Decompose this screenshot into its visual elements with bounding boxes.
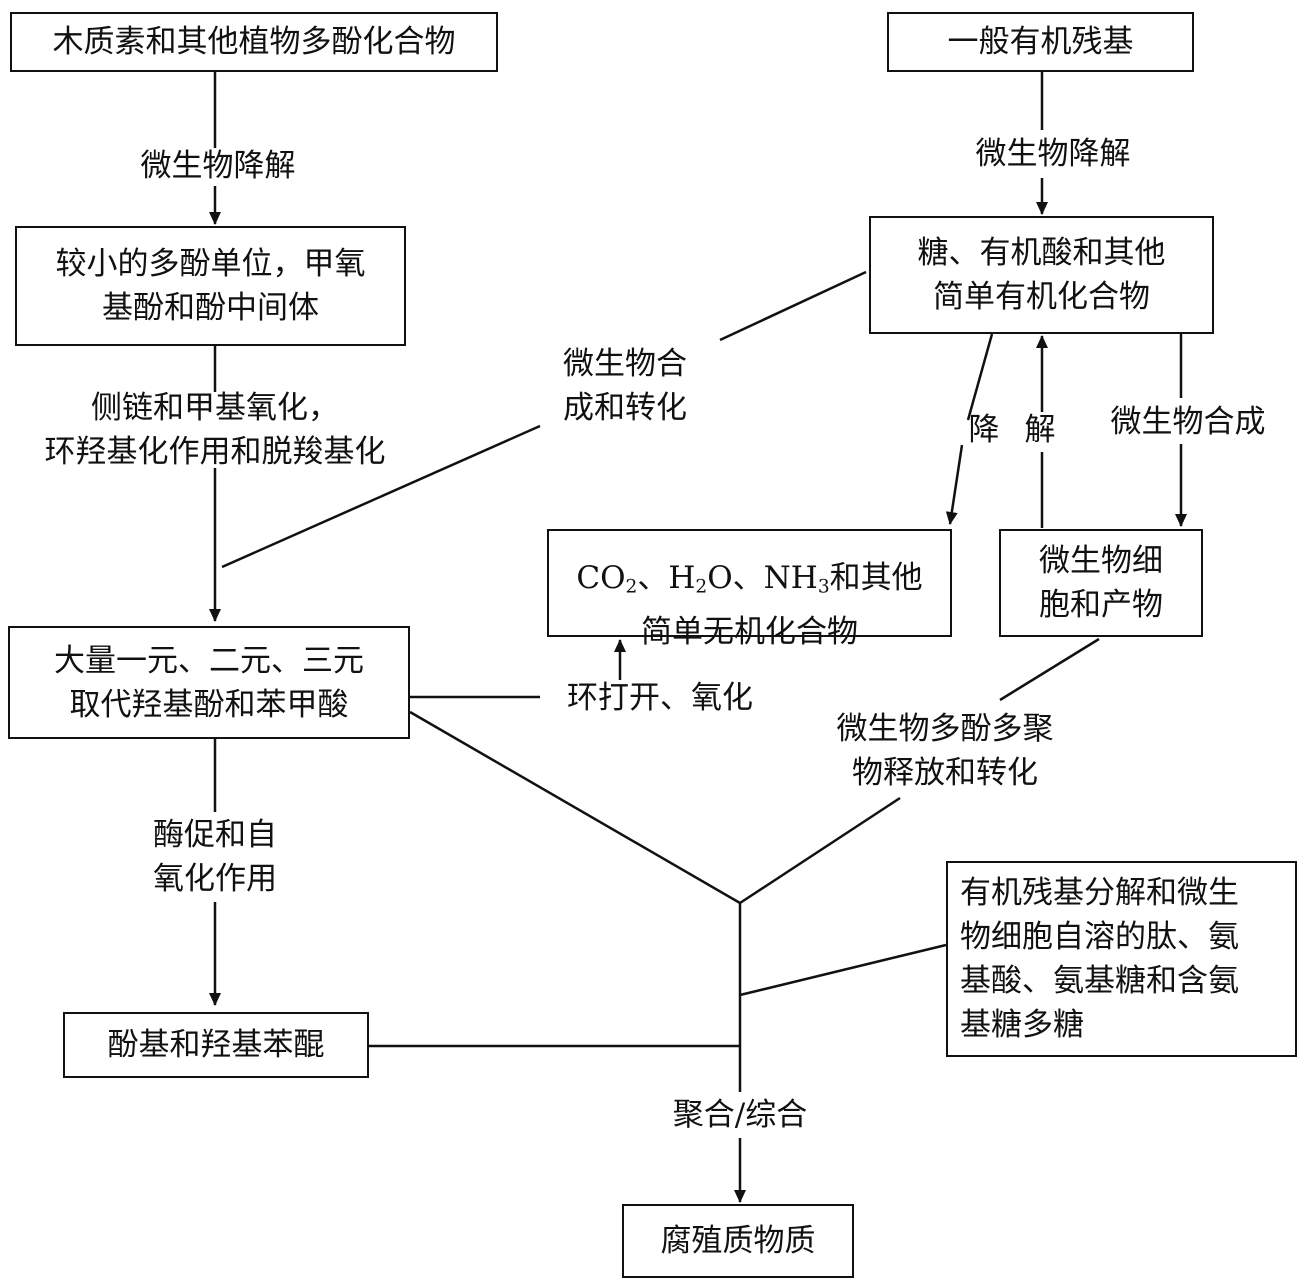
phenol-acids-box: 大量一元、二元、三元 取代羟基酚和苯甲酸 bbox=[8, 626, 410, 739]
polymerization-label: 聚合/综合 bbox=[645, 1093, 835, 1137]
lignin-text: 木质素和其他植物多酚化合物 bbox=[52, 24, 456, 60]
degrade-right-label: 微生物降解 bbox=[975, 136, 1131, 172]
quinones-text: 酚基和羟基苯醌 bbox=[107, 1027, 325, 1063]
decompose-jiang-label: 降 bbox=[968, 412, 1000, 448]
side-chain-label: 侧链和甲基氧化， 环羟基化作用和脱羧基化 bbox=[44, 390, 386, 470]
polyphenol-release-label: 微生物多酚多聚 物释放和转化 bbox=[836, 711, 1054, 791]
peptides-text: 有机残基分解和微生 物细胞自溶的肽、氨 基酸、氨基糖和含氨 基糖多糖 bbox=[960, 875, 1239, 1043]
inorganic-box: CO2、H2O、NH3和其他 简单无机化合物 bbox=[547, 529, 952, 650]
peptides-box: 有机残基分解和微生 物细胞自溶的肽、氨 基酸、氨基糖和含氨 基糖多糖 bbox=[946, 861, 1297, 1057]
ring-open-label: 环打开、氧化 bbox=[567, 680, 753, 716]
humus-text: 腐殖质物质 bbox=[660, 1223, 816, 1259]
small-polyphenol-box: 较小的多酚单位，甲氧 基酚和酚中间体 bbox=[15, 226, 406, 346]
microbial-synthesis-label: 微生物合成 bbox=[1110, 404, 1266, 440]
phenol-acids-text: 大量一元、二元、三元 取代羟基酚和苯甲酸 bbox=[54, 642, 364, 723]
organic-residue-text: 一般有机残基 bbox=[947, 24, 1134, 60]
microbial-cells-box: 微生物细 胞和产物 bbox=[999, 529, 1203, 637]
inorganic-line2: 简单无机化合物 bbox=[641, 613, 858, 650]
microbial-cells-text: 微生物细 胞和产物 bbox=[1039, 543, 1163, 623]
line-synthesis-to-phenols bbox=[221, 424, 541, 569]
line-phenols-to-merge bbox=[409, 710, 741, 905]
enzyme-oxidation-label: 酶促和自 氧化作用 bbox=[153, 817, 277, 897]
lignin-box: 木质素和其他植物多酚化合物 bbox=[10, 12, 498, 72]
degrade-left-label: 微生物降解 bbox=[140, 148, 296, 184]
arrow-sugars-to-inorganic bbox=[966, 333, 994, 421]
small-polyphenol-text: 较小的多酚单位，甲氧 基酚和酚中间体 bbox=[55, 246, 366, 326]
sugars-box: 糖、有机酸和其他 简单有机化合物 bbox=[869, 216, 1214, 334]
sugars-text: 糖、有机酸和其他 简单有机化合物 bbox=[917, 235, 1166, 315]
line-peptides-to-trunk bbox=[739, 943, 947, 997]
decompose-jie-label: 解 bbox=[1024, 412, 1056, 448]
synthesis-transform-label: 微生物合 成和转化 bbox=[563, 346, 687, 426]
line-cells-to-merge bbox=[999, 637, 1100, 702]
inorganic-line1: CO2、H2O、NH3和其他 bbox=[576, 560, 923, 598]
humus-box: 腐殖质物质 bbox=[622, 1204, 854, 1278]
organic-residue-box: 一般有机残基 bbox=[887, 12, 1194, 72]
quinones-box: 酚基和羟基苯醌 bbox=[63, 1012, 369, 1078]
